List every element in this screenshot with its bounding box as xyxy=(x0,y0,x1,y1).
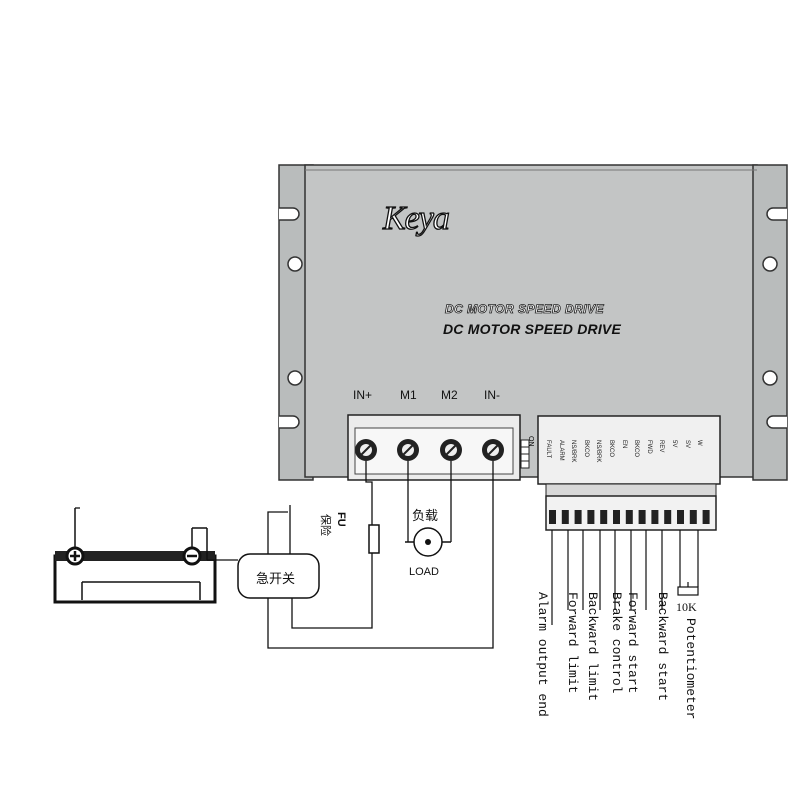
connector-pin xyxy=(574,510,582,524)
load-label: LOAD xyxy=(409,566,439,578)
connector-pin xyxy=(613,510,620,524)
pin-label: FWD xyxy=(645,440,652,454)
potentiometer-symbol xyxy=(677,582,699,596)
control-connector xyxy=(545,483,717,531)
pin-label: NS/BRK xyxy=(595,440,602,463)
connector-pin xyxy=(587,510,595,524)
connector-pin xyxy=(600,510,608,524)
connector-pin xyxy=(689,510,697,524)
terminal-label-m1: M1 xyxy=(400,388,417,402)
connector-pins xyxy=(549,510,710,524)
signal-wires xyxy=(551,530,699,625)
brand-logo: Keya xyxy=(382,199,450,237)
power-terminal-block xyxy=(347,414,521,481)
control-label-panel xyxy=(537,415,721,485)
terminal-screw-in-plus xyxy=(355,439,377,461)
pin-label: W xyxy=(696,440,703,446)
signal-label: Forward limit xyxy=(565,592,580,694)
connector-pin xyxy=(651,510,659,524)
load-cn-label: 负载 xyxy=(412,508,439,523)
product-title-outline: DC MOTOR SPEED DRIVE xyxy=(445,302,605,317)
potentiometer-value: 10K xyxy=(676,600,697,614)
connector-pin xyxy=(638,510,646,524)
emergency-switch-symbol xyxy=(237,553,320,599)
wires xyxy=(75,461,494,649)
pin-label: SV xyxy=(683,440,690,449)
connector-pin xyxy=(549,510,556,524)
connector-pin xyxy=(702,510,710,524)
product-title: DC MOTOR SPEED DRIVE xyxy=(443,321,621,337)
terminal-label-in-plus: IN+ xyxy=(353,388,373,402)
connector-pin xyxy=(625,510,633,524)
pin-label: BKCO xyxy=(608,440,614,458)
terminal-screw-m2 xyxy=(440,439,462,461)
connector-pin xyxy=(677,510,684,524)
signal-label: Brake control xyxy=(609,592,624,694)
dip-switch-label: ON xyxy=(527,436,534,447)
connector-pin xyxy=(664,510,672,524)
potentiometer-wire xyxy=(679,530,699,587)
pin-label: FAULT xyxy=(545,440,551,459)
pin-label: EN xyxy=(620,440,627,449)
connector-pin xyxy=(561,510,569,524)
terminal-screw-m1 xyxy=(397,439,419,461)
pin-label: ALARM xyxy=(557,440,564,461)
pin-label: BKCO xyxy=(633,440,640,458)
terminal-screw-in-minus xyxy=(482,439,504,461)
fuse-label: FU xyxy=(335,512,347,527)
terminal-label-in-minus: IN- xyxy=(484,388,500,402)
fuse-cn-label: 保险 xyxy=(319,514,331,536)
fuse-symbol xyxy=(368,524,380,554)
signal-label: Forward start xyxy=(625,592,640,694)
signal-label: Potentiometer xyxy=(683,618,698,720)
signal-label: Alarm output end xyxy=(535,592,550,717)
battery xyxy=(53,508,217,604)
dip-switch xyxy=(520,439,530,469)
emergency-switch-label: 急开关 xyxy=(256,571,296,586)
signal-label: Backward limit xyxy=(585,592,600,702)
pin-label: BKCO xyxy=(582,440,589,458)
load-motor-symbol xyxy=(405,527,451,557)
pin-label: 5V xyxy=(671,440,677,448)
pin-label: REV xyxy=(658,440,665,453)
signal-label: Backward start xyxy=(655,592,670,702)
terminal-label-m2: M2 xyxy=(441,388,458,402)
pin-label: NS/BRK xyxy=(570,440,577,463)
